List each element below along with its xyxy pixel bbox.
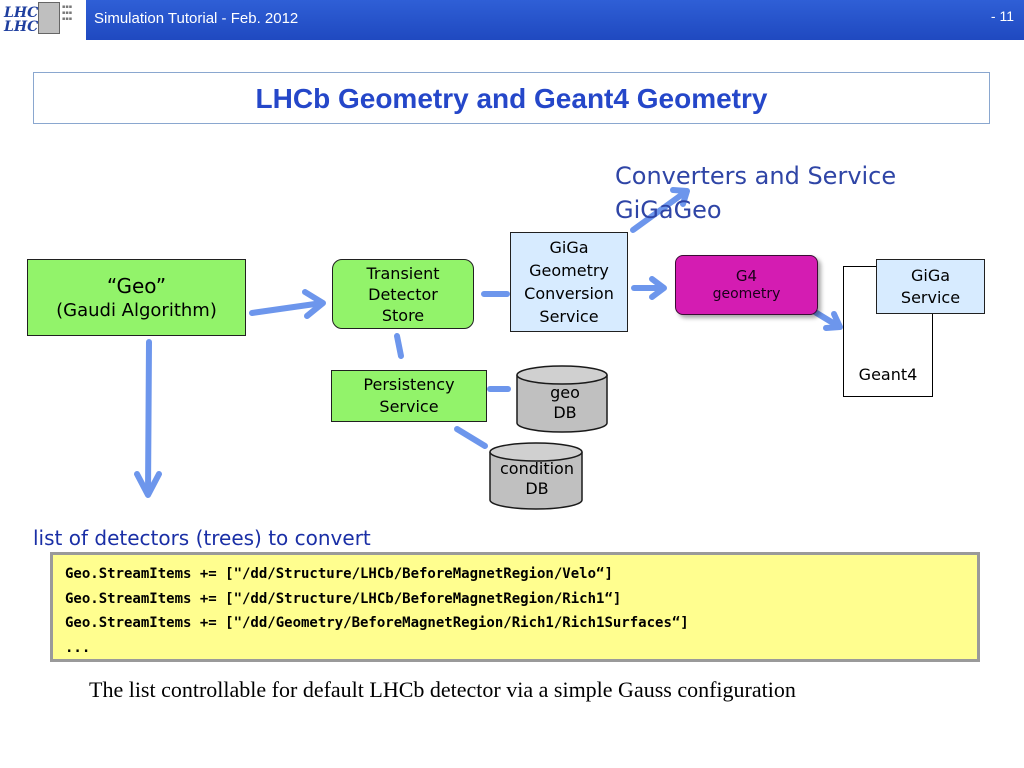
ggcs-line3: Conversion [524, 284, 614, 303]
connector-store-to-persistency [394, 333, 404, 359]
logo-text-line1: LHC [4, 5, 39, 21]
transient-detector-store-box: Transient Detector Store [332, 259, 474, 329]
geant4-label: Geant4 [858, 365, 918, 384]
tds-line1: Transient [366, 263, 440, 283]
slide-title: LHCb Geometry and Geant4 Geometry [255, 83, 768, 114]
condition-db-label: condition DB [490, 459, 584, 499]
geo-box-title: “Geo” [106, 273, 167, 298]
slide-title-box: LHCb Geometry and Geant4 Geometry [33, 72, 990, 124]
persistency-service-box: Persistency Service [331, 370, 487, 422]
geo-algorithm-box: “Geo” (Gaudi Algorithm) [27, 259, 246, 336]
header-title: Simulation Tutorial - Feb. 2012 [94, 10, 299, 27]
detector-list-label: list of detectors (trees) to convert [33, 526, 371, 550]
converters-label-line2: GiGaGeo [615, 196, 722, 224]
condition-db-line2: DB [525, 479, 549, 498]
geo-db-cylinder [516, 365, 608, 433]
arrowhead-geo-down [134, 471, 162, 498]
code-line: Geo.StreamItems += ["/dd/Geometry/Before… [65, 615, 689, 631]
g4-line1: G4 [735, 267, 758, 285]
geo-db-line1: geo [550, 383, 580, 402]
geo-db-label: geo DB [520, 383, 610, 423]
portrait-icon [38, 2, 60, 34]
converters-label: Converters and Service GiGaGeo [615, 159, 896, 227]
g4-geometry-box: G4 geometry [675, 255, 818, 315]
ggcs-line2: Geometry [529, 261, 609, 280]
code-line: Geo.StreamItems += ["/dd/Structure/LHCb/… [65, 590, 622, 607]
persistency-line2: Service [379, 397, 439, 416]
logo-text: LHC LHC [4, 6, 38, 34]
giga-service-line1: GiGa [910, 265, 951, 285]
header-bar: LHC LHC ▪▪▪▪▪▪▪▪▪ Simulation Tutorial - … [0, 0, 1024, 40]
ggcs-line1: GiGa [549, 238, 589, 257]
condition-db-cylinder [489, 442, 583, 510]
converters-label-line1: Converters and Service [615, 162, 897, 190]
arrow-conversion-to-label [630, 190, 687, 233]
code-line: ... [65, 639, 91, 656]
ggcs-line4: Service [539, 307, 599, 326]
geo-db-line2: DB [553, 403, 577, 422]
arrowhead-g4-to-geant4 [823, 311, 843, 331]
stream-items-code-box: Geo.StreamItems += ["/dd/Structure/LHCb/… [50, 552, 980, 662]
page-number: - 11 [990, 8, 1014, 24]
configuration-note: The list controllable for default LHCb d… [89, 677, 796, 702]
condition-db-line1: condition [500, 459, 574, 478]
arrow-geo-down [145, 339, 152, 497]
arrow-geo-to-store [249, 300, 325, 316]
logo-fine-print-icon: ▪▪▪▪▪▪▪▪▪ [62, 4, 73, 22]
logo-text-line2: LHC [4, 19, 39, 35]
geo-box-subtitle: (Gaudi Algorithm) [56, 299, 217, 321]
giga-geometry-conversion-box: GiGa Geometry Conversion Service [510, 232, 628, 332]
giga-service-box: GiGa Service [876, 259, 985, 314]
arrowhead-conversion-to-g4 [649, 276, 667, 300]
lhc-logo: LHC LHC ▪▪▪▪▪▪▪▪▪ [0, 0, 86, 40]
arrowhead-geo-to-store [302, 289, 326, 319]
connector-persistency-to-conddb [454, 426, 488, 449]
persistency-line1: Persistency [363, 375, 455, 394]
code-line: Geo.StreamItems += ["/dd/Structure/LHCb/… [65, 566, 613, 582]
tds-line2: Detector [368, 284, 438, 304]
arrowhead-conversion-to-label [670, 187, 690, 207]
giga-service-line2: Service [900, 287, 961, 307]
tds-line3: Store [381, 305, 425, 325]
g4-line2: geometry [712, 286, 781, 302]
